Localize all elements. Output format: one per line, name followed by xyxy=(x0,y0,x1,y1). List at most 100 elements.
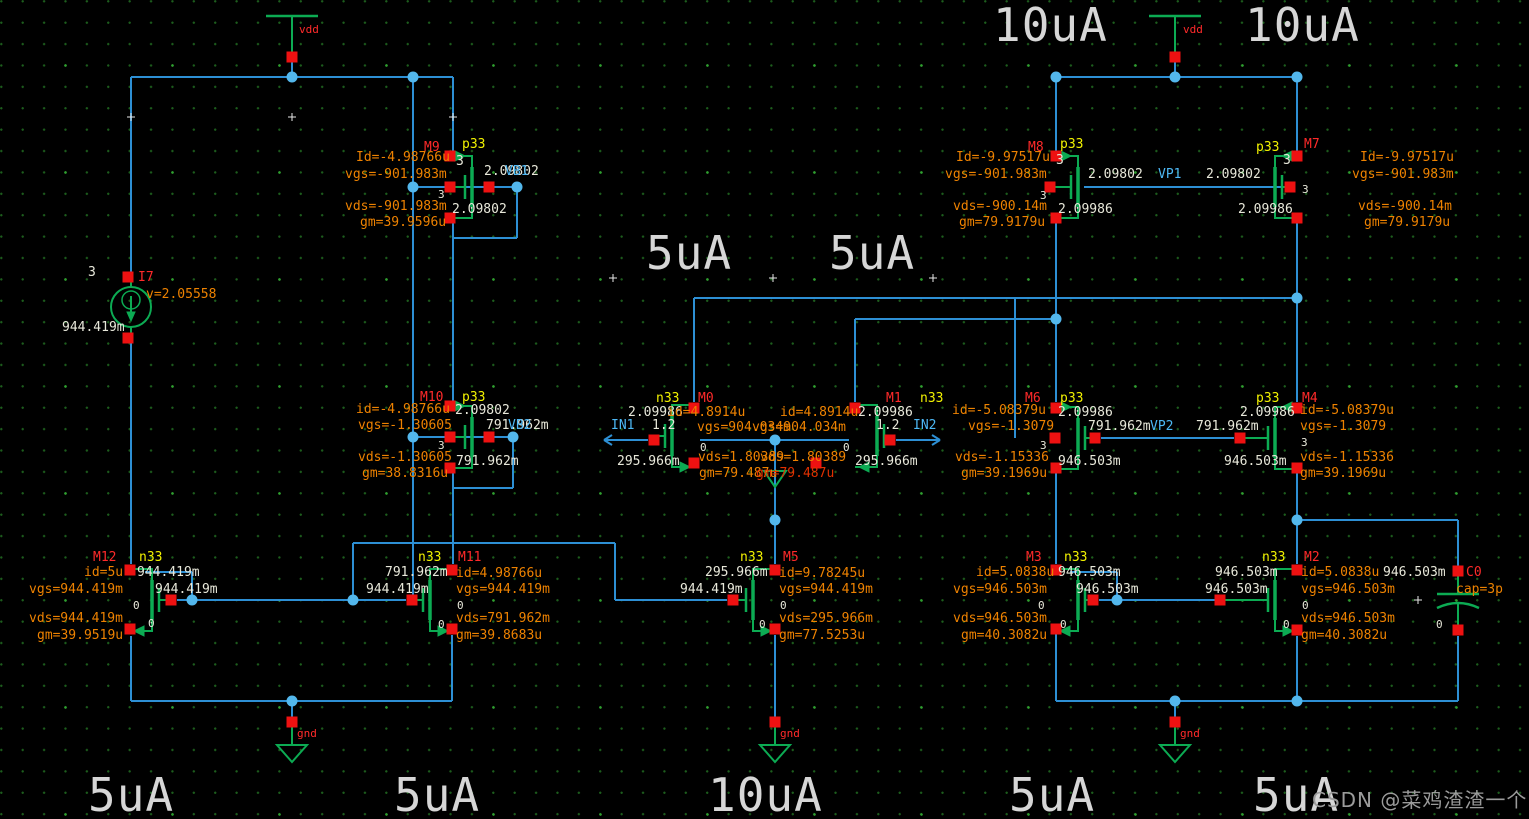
transistor-m4[interactable] xyxy=(1240,401,1297,470)
transistor-m7[interactable] xyxy=(1273,150,1297,219)
pin-square xyxy=(769,623,781,635)
mos-bottom-lead xyxy=(450,457,473,469)
m4-vds: vds=-1.15336 xyxy=(1300,450,1394,465)
pin-square xyxy=(1050,462,1062,474)
vdd2-symbol[interactable] xyxy=(1149,14,1201,52)
gnd2-symbol[interactable] xyxy=(757,726,793,764)
m2-drain-voltage: 946.503m xyxy=(1215,565,1278,580)
gnd2-label: gnd xyxy=(780,727,800,740)
junction-dot xyxy=(286,695,298,707)
m12-id: id=5u xyxy=(84,565,124,580)
junction-dot xyxy=(286,71,298,83)
m9-bulk-voltage: 3 xyxy=(438,188,445,201)
mos-bottom-lead xyxy=(1274,207,1297,219)
m10-vds: vds=-1.30605 xyxy=(358,450,452,465)
m8-vds: vds=-900.14m xyxy=(953,199,1047,214)
i7-name: I7 xyxy=(138,270,154,285)
pin-square xyxy=(1214,594,1226,606)
m4-source-voltage: 2.09986 xyxy=(1240,405,1295,420)
m6-bulk-voltage: 3 xyxy=(1040,439,1047,452)
m1-gm: gm=79.487u xyxy=(756,466,835,481)
junction-dot xyxy=(407,431,419,443)
m3-model: n33 xyxy=(1064,550,1088,565)
pin-square xyxy=(1291,402,1303,414)
current-label-mid-2: 5uA xyxy=(829,226,916,280)
m8-id: Id=-9.97517u xyxy=(956,150,1050,165)
nmos-arrow-icon xyxy=(1282,625,1295,637)
current-source-circle-icon xyxy=(110,286,152,328)
pin-square xyxy=(444,462,456,474)
pin-square xyxy=(1234,432,1246,444)
i7-value: v=2.05558 xyxy=(146,287,217,302)
pin-square xyxy=(1169,51,1181,63)
nmos-arrow-icon xyxy=(857,461,870,473)
m9-source-voltage: 3 xyxy=(456,154,464,169)
m8-gate-voltage: 2.09802 xyxy=(1088,167,1143,182)
m1-drain-voltage: 2.09986 xyxy=(858,405,913,420)
pin-square xyxy=(688,402,700,414)
m9-drain-voltage: 2.09802 xyxy=(452,202,507,217)
pin-square xyxy=(483,181,495,193)
m12-source-voltage: 0 xyxy=(148,617,155,630)
pin-square xyxy=(444,212,456,224)
m8-source-voltage: 3 xyxy=(1056,153,1064,168)
m0-model: n33 xyxy=(656,391,680,406)
m4-model: p33 xyxy=(1256,391,1280,406)
m1-vgs: vgs=904.034m xyxy=(752,420,846,435)
junction-dot xyxy=(507,431,519,443)
m6-vds: vds=-1.15336 xyxy=(955,450,1049,465)
m12-model: n33 xyxy=(139,550,163,565)
m0-source-voltage: 295.966m xyxy=(617,454,680,469)
m5-id: id=9.78245u xyxy=(779,566,866,581)
watermark: CSDN @菜鸡渣渣一个 xyxy=(1312,788,1528,812)
transistor-m2[interactable] xyxy=(1220,568,1297,637)
m10-source-voltage: 2.09802 xyxy=(455,403,510,418)
m4-name: M4 xyxy=(1302,391,1318,406)
mos-bottom-lead xyxy=(1056,458,1079,470)
m11-gm: gm=39.8683u xyxy=(456,628,543,643)
mos-top-lead xyxy=(429,568,452,580)
pin-square xyxy=(446,623,458,635)
in1-port-arrow[interactable] xyxy=(603,434,613,446)
pin-square xyxy=(444,400,456,412)
mos-top-lead xyxy=(855,404,878,416)
pin-square xyxy=(849,402,861,414)
transistor-m10[interactable] xyxy=(450,400,474,469)
transistor-m9[interactable] xyxy=(450,150,474,219)
gnd3-symbol[interactable] xyxy=(1157,726,1193,764)
gnd1-label: gnd xyxy=(297,727,317,740)
m5-gate-voltage: 944.419m xyxy=(680,582,743,597)
pin-square xyxy=(286,716,298,728)
junction-dot xyxy=(1291,695,1303,707)
i7-symbol[interactable] xyxy=(110,277,152,338)
transistor-m12[interactable] xyxy=(130,568,171,637)
m7-vds: vds=-900.14m xyxy=(1358,199,1452,214)
vdd2-label: vdd xyxy=(1183,23,1203,36)
junction-dot xyxy=(1291,71,1303,83)
tail-ground-triangle[interactable] xyxy=(762,470,788,489)
m0-id: id=4.8914u xyxy=(667,405,746,420)
pin-square xyxy=(1291,564,1303,576)
transistor-m3[interactable] xyxy=(1056,568,1093,637)
m9-id: Id=-4.98766u xyxy=(356,150,450,165)
port-arrow-icon xyxy=(603,439,613,446)
gnd1-symbol[interactable] xyxy=(274,726,310,764)
vdd1-symbol[interactable] xyxy=(266,14,318,52)
m2-gate-voltage: 946.503m xyxy=(1205,582,1268,597)
m6-drain-voltage: 946.503m xyxy=(1058,454,1121,469)
nmos-arrow-icon xyxy=(679,461,692,473)
transistor-m0[interactable] xyxy=(654,404,694,473)
m2-name: M2 xyxy=(1304,550,1320,565)
m12-gm: gm=39.9519u xyxy=(37,628,124,643)
m10-bulk-voltage: 3 xyxy=(438,439,445,452)
in2-port-arrow[interactable] xyxy=(931,434,941,446)
pin-square xyxy=(165,594,177,606)
m11-source-voltage: 0 xyxy=(438,618,445,631)
m11-drain-voltage: 791.962m xyxy=(385,565,448,580)
current-label-bot-1: 5uA xyxy=(88,768,175,819)
m2-gm: gm=40.3082u xyxy=(1301,628,1388,643)
pin-square xyxy=(122,332,134,344)
m0-vds: vds=1.80389 xyxy=(698,450,785,465)
m5-gm: gm=77.5253u xyxy=(779,628,866,643)
